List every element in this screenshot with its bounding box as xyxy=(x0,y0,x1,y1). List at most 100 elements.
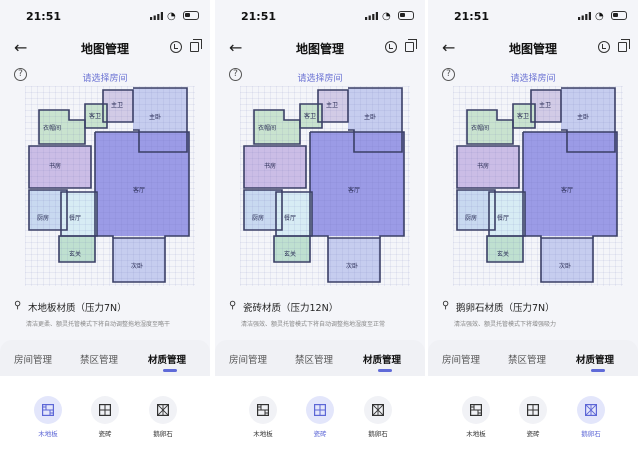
status-bar: 21:51 ◔ xyxy=(215,0,425,30)
room-label-study: 书房 xyxy=(477,162,489,170)
wifi-icon: ◔ xyxy=(167,11,176,22)
nav-header: ← 地图管理 xyxy=(215,34,425,62)
floor-map[interactable]: 主卫 客卫 主卧 衣帽间 书房 客厅 厨房 餐厅 玄关 次卧 xyxy=(453,86,623,286)
room-label-entry: 玄关 xyxy=(497,250,509,258)
back-arrow-icon[interactable]: ← xyxy=(442,38,456,57)
room-label-master-bath: 主卫 xyxy=(326,101,338,109)
option-pebble[interactable]: 鹅卵石 xyxy=(141,396,185,446)
floor-map[interactable]: 主卫 客卫 主卧 衣帽间 书房 客厅 厨房 餐厅 玄关 次卧 xyxy=(240,86,410,286)
select-room-prompt: 请选择房间 xyxy=(297,74,343,84)
option-tile[interactable]: 瓷砖 xyxy=(83,396,127,446)
floor-map[interactable]: 主卫 客卫 主卧 衣帽间 书房 客厅 厨房 餐厅 玄关 次卧 xyxy=(25,86,195,286)
location-pin-icon: ⚲ xyxy=(442,300,450,311)
help-icon[interactable]: ? xyxy=(14,68,27,81)
tab-material-management[interactable]: 材质管理 xyxy=(148,355,187,366)
status-bar: 21:51 ◔ xyxy=(0,0,210,30)
room-label-second-bedroom: 次卧 xyxy=(559,262,571,270)
material-description: 清洁强效、额灵托管模式下将自动调整拖地湿度至正常 xyxy=(241,321,386,328)
tile-icon xyxy=(527,404,539,416)
option-tile[interactable]: 瓷砖 xyxy=(298,396,342,446)
room-label-master-bath: 主卫 xyxy=(111,101,123,109)
option-label: 木地板 xyxy=(253,430,273,438)
tab-no-go-zone[interactable]: 禁区管理 xyxy=(80,355,119,366)
back-arrow-icon[interactable]: ← xyxy=(14,38,28,57)
tab-room-management[interactable]: 房间管理 xyxy=(14,355,53,366)
phone-screen-3: 21:51 ◔ ← 地图管理 ? 请选择房间 xyxy=(428,0,638,461)
map-walls xyxy=(456,87,618,283)
page-title: 地图管理 xyxy=(508,42,557,56)
tab-room-management[interactable]: 房间管理 xyxy=(229,355,268,366)
help-icon[interactable]: ? xyxy=(442,68,455,81)
room-label-living: 客厅 xyxy=(561,186,573,194)
option-label: 鹅卵石 xyxy=(368,430,388,438)
map-walls xyxy=(28,87,190,283)
active-tab-indicator xyxy=(378,369,392,372)
room-label-master-bedroom: 主卧 xyxy=(577,113,589,121)
option-label: 瓷砖 xyxy=(526,430,540,438)
room-label-second-bedroom: 次卧 xyxy=(346,262,358,270)
room-label-living: 客厅 xyxy=(133,186,145,194)
page-title: 地图管理 xyxy=(80,42,129,56)
option-label: 瓷砖 xyxy=(313,430,327,438)
room-label-study: 书房 xyxy=(264,162,276,170)
copy-map-icon[interactable] xyxy=(190,39,202,52)
room-label-living: 客厅 xyxy=(348,186,360,194)
material-options: 木地板 瓷砖 鹅卵石 xyxy=(0,376,210,461)
room-label-master-bedroom: 主卧 xyxy=(364,113,376,121)
material-options: 木地板 瓷砖 鹅卵石 xyxy=(215,376,425,461)
material-name: 木地板材质（压力7N） xyxy=(28,303,127,314)
select-room-prompt: 请选择房间 xyxy=(82,74,128,84)
option-wood-floor[interactable]: 木地板 xyxy=(241,396,285,446)
room-label-study: 书房 xyxy=(49,162,61,170)
management-tabs: 房间管理 禁区管理 材质管理 xyxy=(428,340,638,376)
tile-icon xyxy=(99,404,111,416)
wifi-icon: ◔ xyxy=(382,11,391,22)
wood-floor-icon xyxy=(257,404,269,416)
status-time: 21:51 xyxy=(26,10,62,23)
room-label-master-bath: 主卫 xyxy=(539,101,551,109)
page-title: 地图管理 xyxy=(295,42,344,56)
option-wood-floor[interactable]: 木地板 xyxy=(454,396,498,446)
option-wood-floor[interactable]: 木地板 xyxy=(26,396,70,446)
material-name: 瓷砖材质（压力12N） xyxy=(243,303,339,314)
back-arrow-icon[interactable]: ← xyxy=(229,38,243,57)
room-label-dressing: 衣帽间 xyxy=(471,124,489,132)
material-info: ⚲ 瓷砖材质（压力12N） xyxy=(229,299,419,315)
tab-no-go-zone[interactable]: 禁区管理 xyxy=(295,355,334,366)
active-tab-indicator xyxy=(163,369,177,372)
pebble-icon xyxy=(157,404,169,416)
copy-map-icon[interactable] xyxy=(405,39,417,52)
option-pebble[interactable]: 鹅卵石 xyxy=(569,396,613,446)
floor-grid xyxy=(453,86,623,286)
management-tabs: 房间管理 禁区管理 材质管理 xyxy=(0,340,210,376)
option-label: 木地板 xyxy=(466,430,486,438)
material-description: 清洁更柔、额灵托管模式下将自动调整拖地湿度至略干 xyxy=(26,321,171,328)
option-pebble[interactable]: 鹅卵石 xyxy=(356,396,400,446)
tab-material-management[interactable]: 材质管理 xyxy=(576,355,615,366)
phone-screen-2: 21:51 ◔ ← 地图管理 ? 请选择房间 xyxy=(215,0,425,461)
room-label-dining: 餐厅 xyxy=(69,214,81,222)
floor-grid xyxy=(240,86,410,286)
room-label-entry: 玄关 xyxy=(69,250,81,258)
option-tile[interactable]: 瓷砖 xyxy=(511,396,555,446)
select-room-prompt: 请选择房间 xyxy=(510,74,556,84)
reset-map-icon[interactable] xyxy=(598,41,610,53)
copy-map-icon[interactable] xyxy=(618,39,630,52)
room-label-dressing: 衣帽间 xyxy=(43,124,61,132)
tile-icon xyxy=(314,404,326,416)
room-label-kitchen: 厨房 xyxy=(252,214,264,222)
material-options: 木地板 瓷砖 鹅卵石 xyxy=(428,376,638,461)
help-icon[interactable]: ? xyxy=(229,68,242,81)
wifi-icon: ◔ xyxy=(595,11,604,22)
cellular-signal-icon xyxy=(578,12,591,20)
tab-room-management[interactable]: 房间管理 xyxy=(442,355,481,366)
nav-header: ← 地图管理 xyxy=(428,34,638,62)
status-time: 21:51 xyxy=(454,10,490,23)
wood-floor-icon xyxy=(42,404,54,416)
tab-no-go-zone[interactable]: 禁区管理 xyxy=(508,355,547,366)
reset-map-icon[interactable] xyxy=(385,41,397,53)
reset-map-icon[interactable] xyxy=(170,41,182,53)
room-label-guest-bath: 客卫 xyxy=(304,112,316,120)
status-time: 21:51 xyxy=(241,10,277,23)
tab-material-management[interactable]: 材质管理 xyxy=(363,355,402,366)
